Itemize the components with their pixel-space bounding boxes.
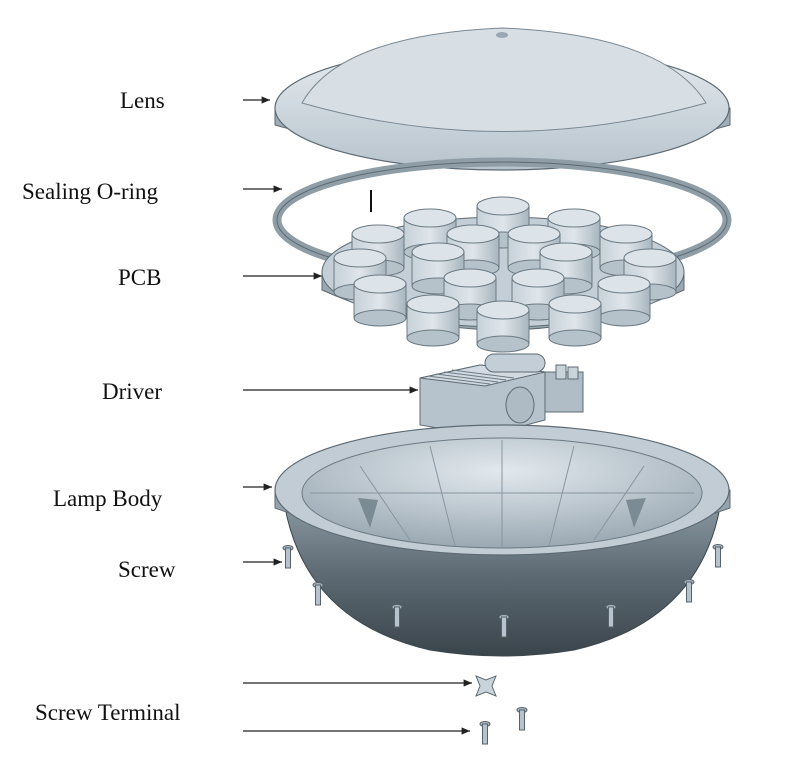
- callout-arrows: [243, 96, 472, 735]
- label-screw-terminal: Screw Terminal: [35, 700, 181, 725]
- label-screw: Screw: [118, 557, 176, 582]
- label-lens: Lens: [120, 88, 165, 113]
- label-lamp-body: Lamp Body: [53, 486, 163, 511]
- pcb-part: [321, 196, 685, 353]
- driver-part: [419, 353, 584, 437]
- label-pcb: PCB: [118, 265, 162, 290]
- lamp-body-part: [274, 424, 731, 657]
- lens-part: [274, 27, 731, 171]
- label-driver: Driver: [102, 379, 163, 404]
- label-sealing-oring: Sealing O-ring: [22, 179, 159, 204]
- screw-terminal-part: [475, 675, 528, 745]
